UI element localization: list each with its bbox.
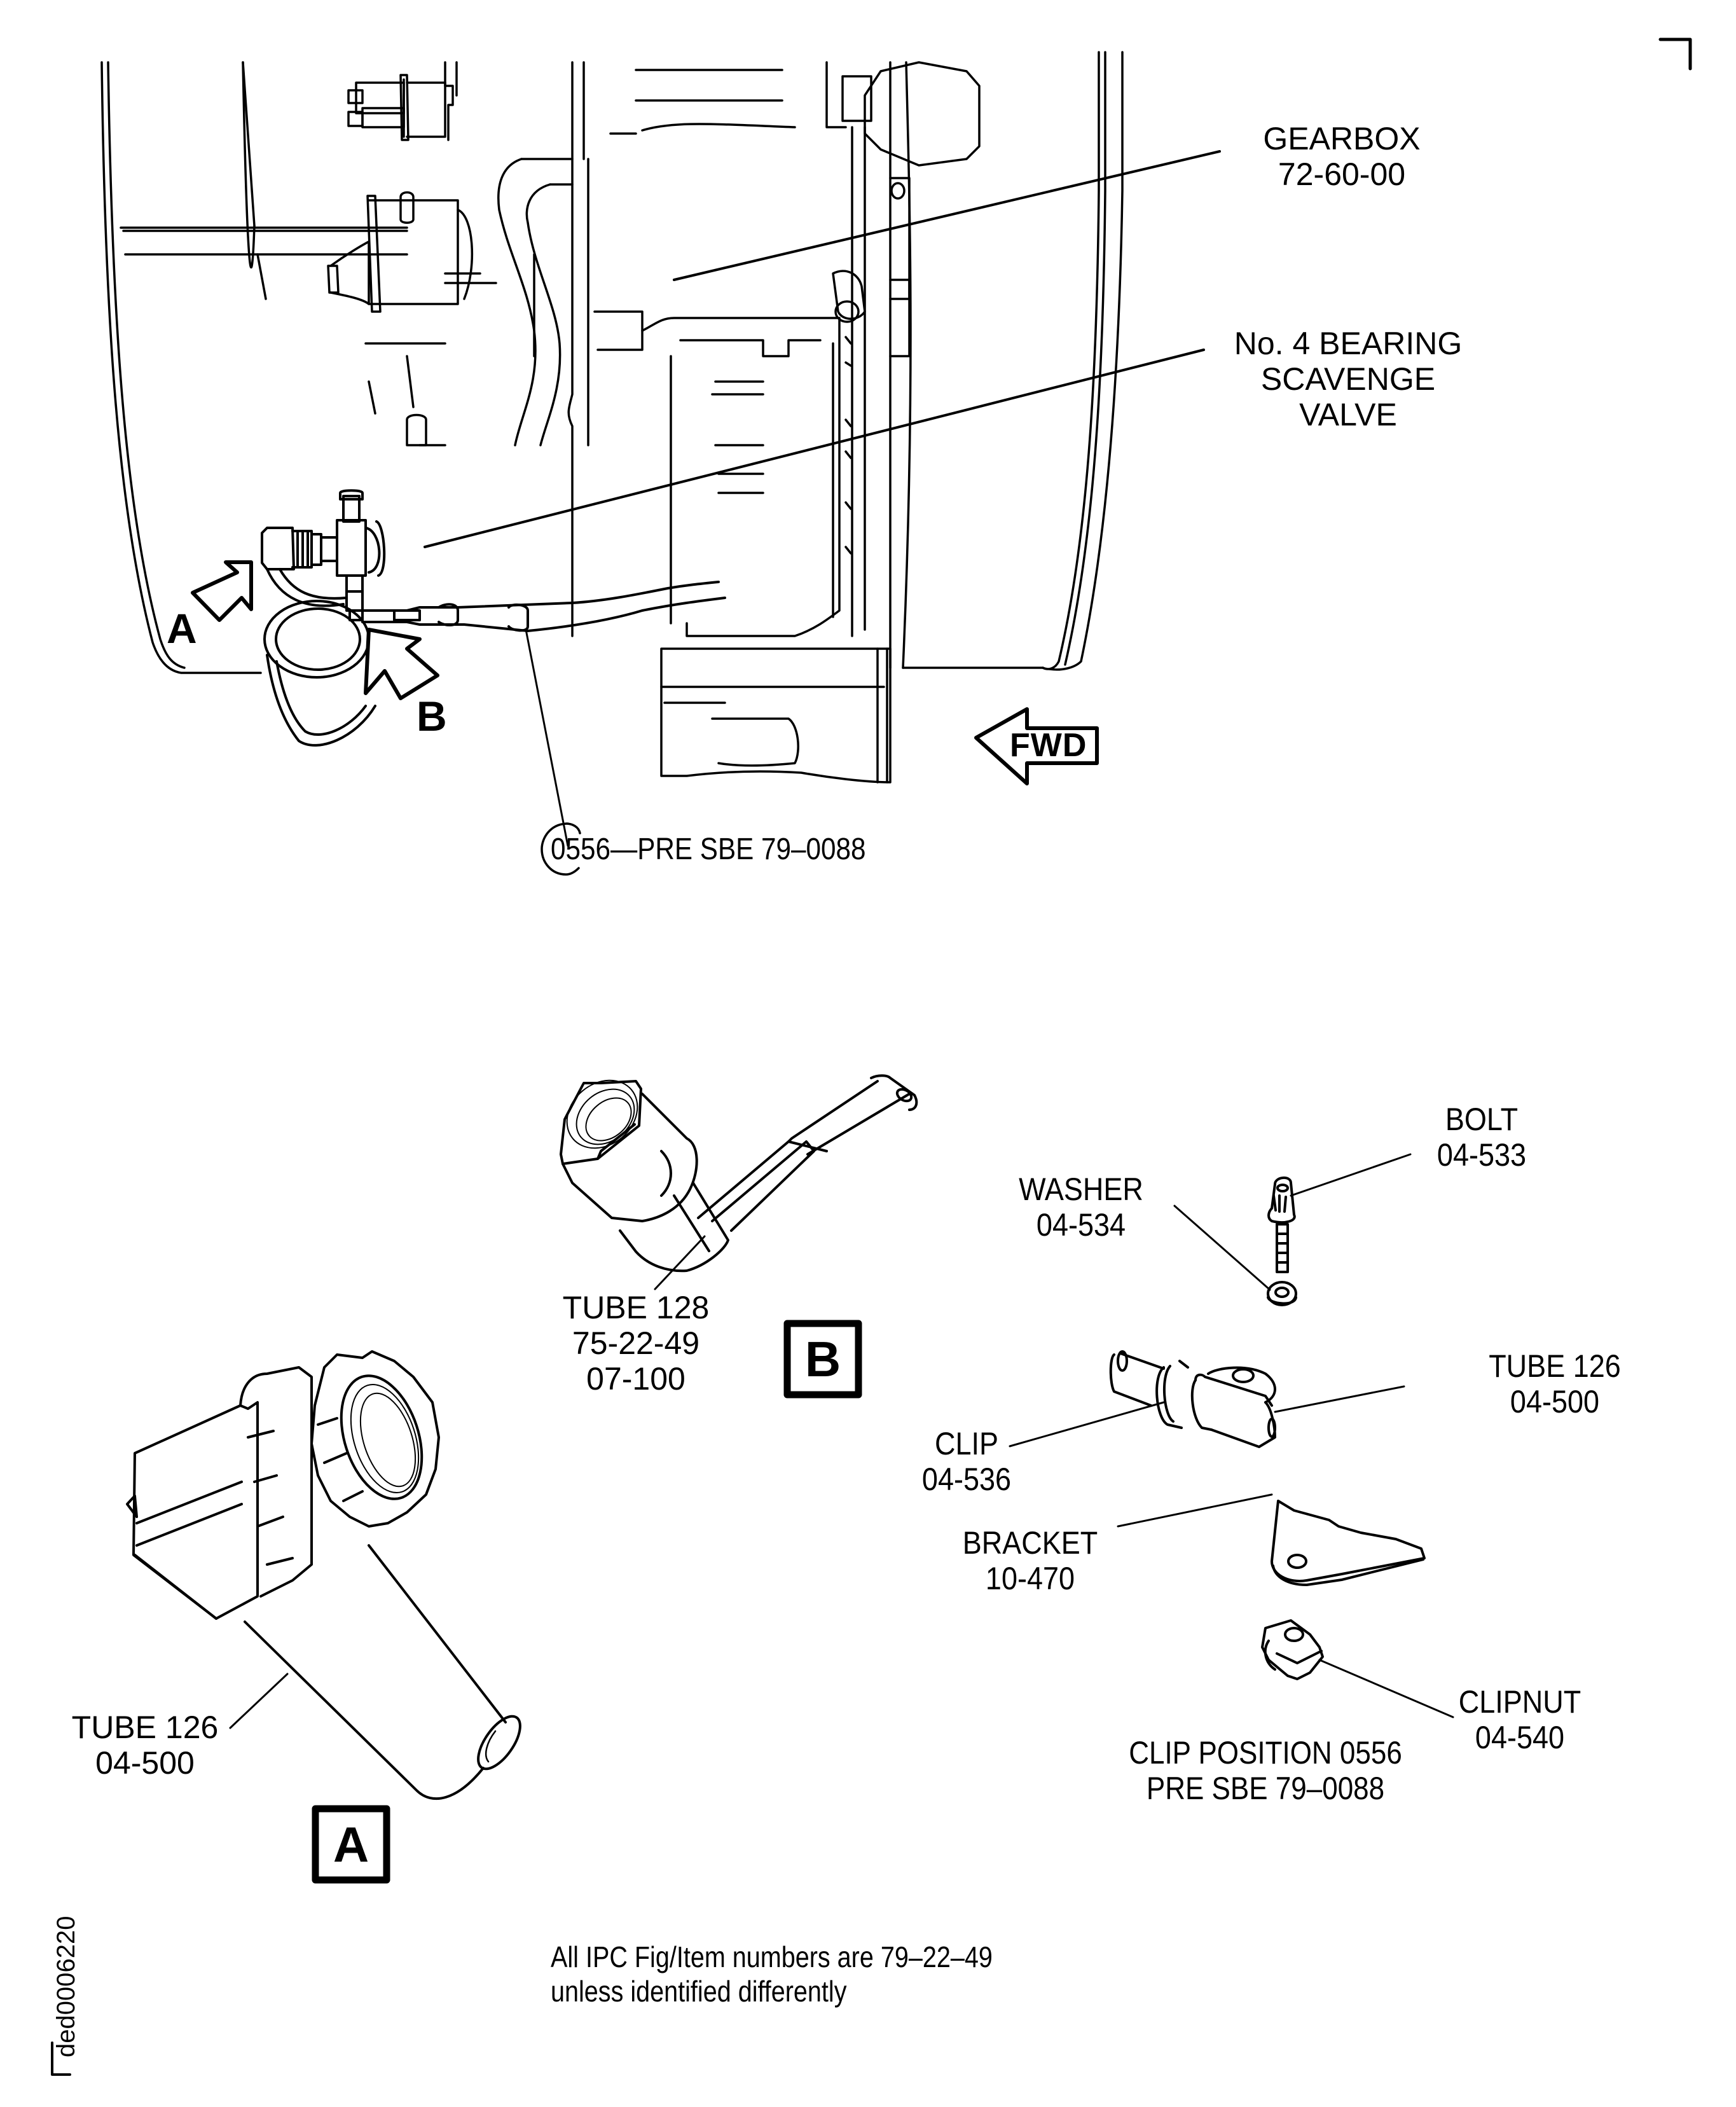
scavenge-valve-body — [336, 519, 367, 577]
doc-id-bracket — [51, 2041, 71, 2076]
bracket-callout: BRACKET 10-470 — [950, 1525, 1110, 1596]
bolt-ref: 04-533 — [1436, 1137, 1527, 1173]
tube-126-leader-line — [1274, 1385, 1405, 1413]
gearbox-name: GEARBOX — [1263, 121, 1421, 156]
ipc-footnote-line2: unless identified differently — [551, 1975, 847, 2008]
view-arrow-a-label: A — [167, 605, 197, 652]
gearbox-ref: 72-60-00 — [1278, 156, 1406, 192]
engine-main-view — [100, 51, 1124, 784]
detail-a-tube-callout: TUBE 126 04-500 — [50, 1710, 240, 1781]
ipc-footnote: All IPC Fig/Item numbers are 79–22–49 un… — [551, 1940, 993, 2008]
bolt-icon — [1267, 1177, 1296, 1224]
clip-callout: CLIP 04-536 — [898, 1426, 1035, 1497]
detail-a-tube-leader-line — [229, 1673, 289, 1729]
cowl-right-edge — [1042, 51, 1100, 670]
scavenge-valve-assembly — [261, 489, 726, 847]
bolt-leader-line — [1290, 1153, 1412, 1197]
washer-name: WASHER — [1019, 1171, 1143, 1207]
tube-128-callout: TUBE 128 75-22-49 07-100 — [534, 1290, 738, 1397]
clip-tube-126-callout: TUBE 126 04-500 — [1472, 1348, 1638, 1420]
clip-ref: 04-536 — [921, 1461, 1012, 1497]
clipnut-leader-line — [1318, 1659, 1454, 1718]
clip-position-caption: CLIP POSITION 0556 PRE SBE 79–0088 — [1103, 1735, 1428, 1806]
clip-position-number: 0556 — [551, 832, 610, 866]
clip-leader-line-detail — [1009, 1401, 1165, 1447]
scavenge-valve-callout: No. 4 BEARING SCAVENGE VALVE — [1208, 326, 1488, 432]
document-id: ded0006220 — [52, 1916, 80, 2057]
clip-position-text: —PRE SBE 79–0088 — [610, 832, 866, 866]
scavenge-valve-leader-line — [424, 349, 1205, 548]
scavenge-valve-line2: SCAVENGE — [1260, 361, 1436, 397]
scavenge-valve-line1: No. 4 BEARING — [1234, 326, 1463, 361]
clipnut-callout: CLIPNUT 04-540 — [1451, 1684, 1588, 1755]
tube-128 — [361, 581, 720, 612]
detail-b-view-label: B — [804, 1330, 841, 1387]
fwd-label: FWD — [1010, 727, 1087, 764]
detail-a-drawing — [126, 1350, 521, 1800]
clip-name: CLIP — [934, 1426, 999, 1461]
detail-a-tube-ref: 04-500 — [95, 1745, 195, 1781]
coupling-nut — [310, 1350, 440, 1528]
view-arrow-b-group — [364, 628, 439, 700]
clip-tube-126-ref: 04-500 — [1510, 1384, 1600, 1420]
clip-position-caption-line2: PRE SBE 79–0088 — [1146, 1771, 1385, 1806]
washer-leader-line — [1173, 1205, 1271, 1291]
bracket-leader-line — [1117, 1493, 1273, 1528]
detail-b-drawing — [560, 1074, 918, 1273]
washer-callout: WASHER 04-534 — [1001, 1171, 1161, 1243]
gearbox-leader-line — [673, 150, 1221, 281]
washer-icon — [1267, 1281, 1297, 1306]
clipnut-name: CLIPNUT — [1458, 1684, 1581, 1720]
clip-leader-line — [525, 628, 569, 847]
tube-128-ref2: 07-100 — [586, 1361, 685, 1397]
bolt-name: BOLT — [1445, 1102, 1519, 1137]
drain-duct-opening — [263, 600, 370, 679]
gearbox-body — [641, 317, 841, 637]
gearbox-callout: GEARBOX 72-60-00 — [1227, 121, 1456, 192]
tube-126 — [266, 568, 345, 607]
view-arrow-b-icon — [364, 628, 439, 700]
bolt-callout: BOLT 04-533 — [1413, 1102, 1550, 1173]
crop-corner-mark — [1658, 38, 1692, 71]
clip-position-circle — [541, 822, 581, 876]
clip-detail-drawing — [1109, 1177, 1426, 1680]
view-arrow-a-icon — [191, 560, 253, 622]
detail-a-view-label: A — [333, 1816, 369, 1872]
lower-box — [660, 647, 892, 784]
tube-128-ref1: 75-22-49 — [572, 1325, 700, 1361]
clip-position-ref: 0556—PRE SBE 79–0088 — [551, 833, 865, 866]
washer-ref: 04-534 — [1036, 1207, 1126, 1243]
view-arrow-b-label: B — [417, 693, 447, 740]
bracket-ref: 10-470 — [985, 1561, 1075, 1596]
tube-128-name: TUBE 128 — [562, 1290, 710, 1325]
scavenge-valve-line3: VALVE — [1299, 397, 1397, 432]
detail-a-tube-name: TUBE 126 — [71, 1710, 219, 1745]
ipc-footnote-line1: All IPC Fig/Item numbers are 79–22–49 — [551, 1940, 993, 1973]
fwd-arrow-icon — [974, 707, 1099, 785]
electrical-connector — [864, 61, 981, 167]
clipnut-ref: 04-540 — [1475, 1720, 1565, 1755]
detail-a-box — [312, 1805, 390, 1884]
clip-tube-icon — [1109, 1353, 1152, 1407]
detail-b-box — [783, 1320, 862, 1399]
bracket-icon — [1271, 1500, 1426, 1582]
b-nut-hex — [560, 1080, 642, 1165]
bracket-name: BRACKET — [962, 1525, 1098, 1561]
view-arrow-a-group — [191, 560, 253, 622]
clip-tube-126-name: TUBE 126 — [1489, 1348, 1621, 1384]
cowl-left-edge — [100, 61, 262, 674]
detail-b-tube-leader-line — [654, 1235, 706, 1290]
clip-position-caption-line1: CLIP POSITION 0556 — [1129, 1735, 1402, 1771]
